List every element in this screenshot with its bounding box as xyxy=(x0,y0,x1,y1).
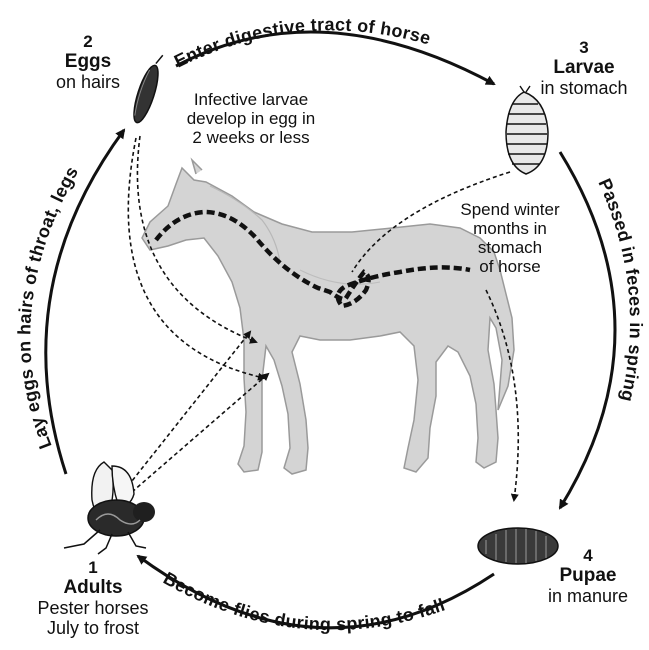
note-winter-line-2: months in xyxy=(448,219,572,238)
note-winter-line-1: Spend winter xyxy=(448,200,572,219)
note-winter: Spend winter months in stomach of horse xyxy=(448,200,572,276)
arc-label-right-text: Passed in feces in spring xyxy=(594,176,646,404)
stage-pupae-number: 4 xyxy=(534,546,642,565)
stage-adults-title: Adults xyxy=(18,577,168,598)
note-infective-line-1: Infective larvae xyxy=(166,90,336,109)
stage-larvae-detail: in stomach xyxy=(526,78,642,98)
stage-adults-detail-line2: July to frost xyxy=(18,618,168,638)
stage-eggs-title: Eggs xyxy=(40,51,136,72)
arc-label-bottom-text: Become flies during spring to fall xyxy=(160,568,448,634)
stage-adults-number: 1 xyxy=(18,558,168,577)
stage-pupae-detail: in manure xyxy=(534,586,642,606)
stage-larvae-title: Larvae xyxy=(526,57,642,78)
stage-adults-detail-line1: Pester horses xyxy=(18,598,168,618)
note-infective-larvae: Infective larvae develop in egg in 2 wee… xyxy=(166,90,336,147)
larva-icon xyxy=(506,86,548,174)
note-infective-line-3: 2 weeks or less xyxy=(166,128,336,147)
arc-label-right: Passed in feces in spring xyxy=(594,176,646,404)
note-winter-line-3: stomach xyxy=(448,238,572,257)
stage-pupae: 4 Pupae in manure xyxy=(534,546,642,606)
dashed-fly-to-horse-1 xyxy=(128,332,250,486)
stage-pupae-title: Pupae xyxy=(534,565,642,586)
stage-eggs-detail: on hairs xyxy=(40,72,136,92)
stage-eggs: 2 Eggs on hairs xyxy=(40,32,136,92)
arc-label-bottom: Become flies during spring to fall xyxy=(160,568,448,634)
stage-adults: 1 Adults Pester horses July to frost xyxy=(18,558,168,639)
stage-eggs-number: 2 xyxy=(40,32,136,51)
stage-larvae-number: 3 xyxy=(526,38,642,57)
note-winter-line-4: of horse xyxy=(448,257,572,276)
stage-larvae: 3 Larvae in stomach xyxy=(526,38,642,98)
fly-icon xyxy=(64,462,155,554)
note-infective-line-2: develop in egg in xyxy=(166,109,336,128)
